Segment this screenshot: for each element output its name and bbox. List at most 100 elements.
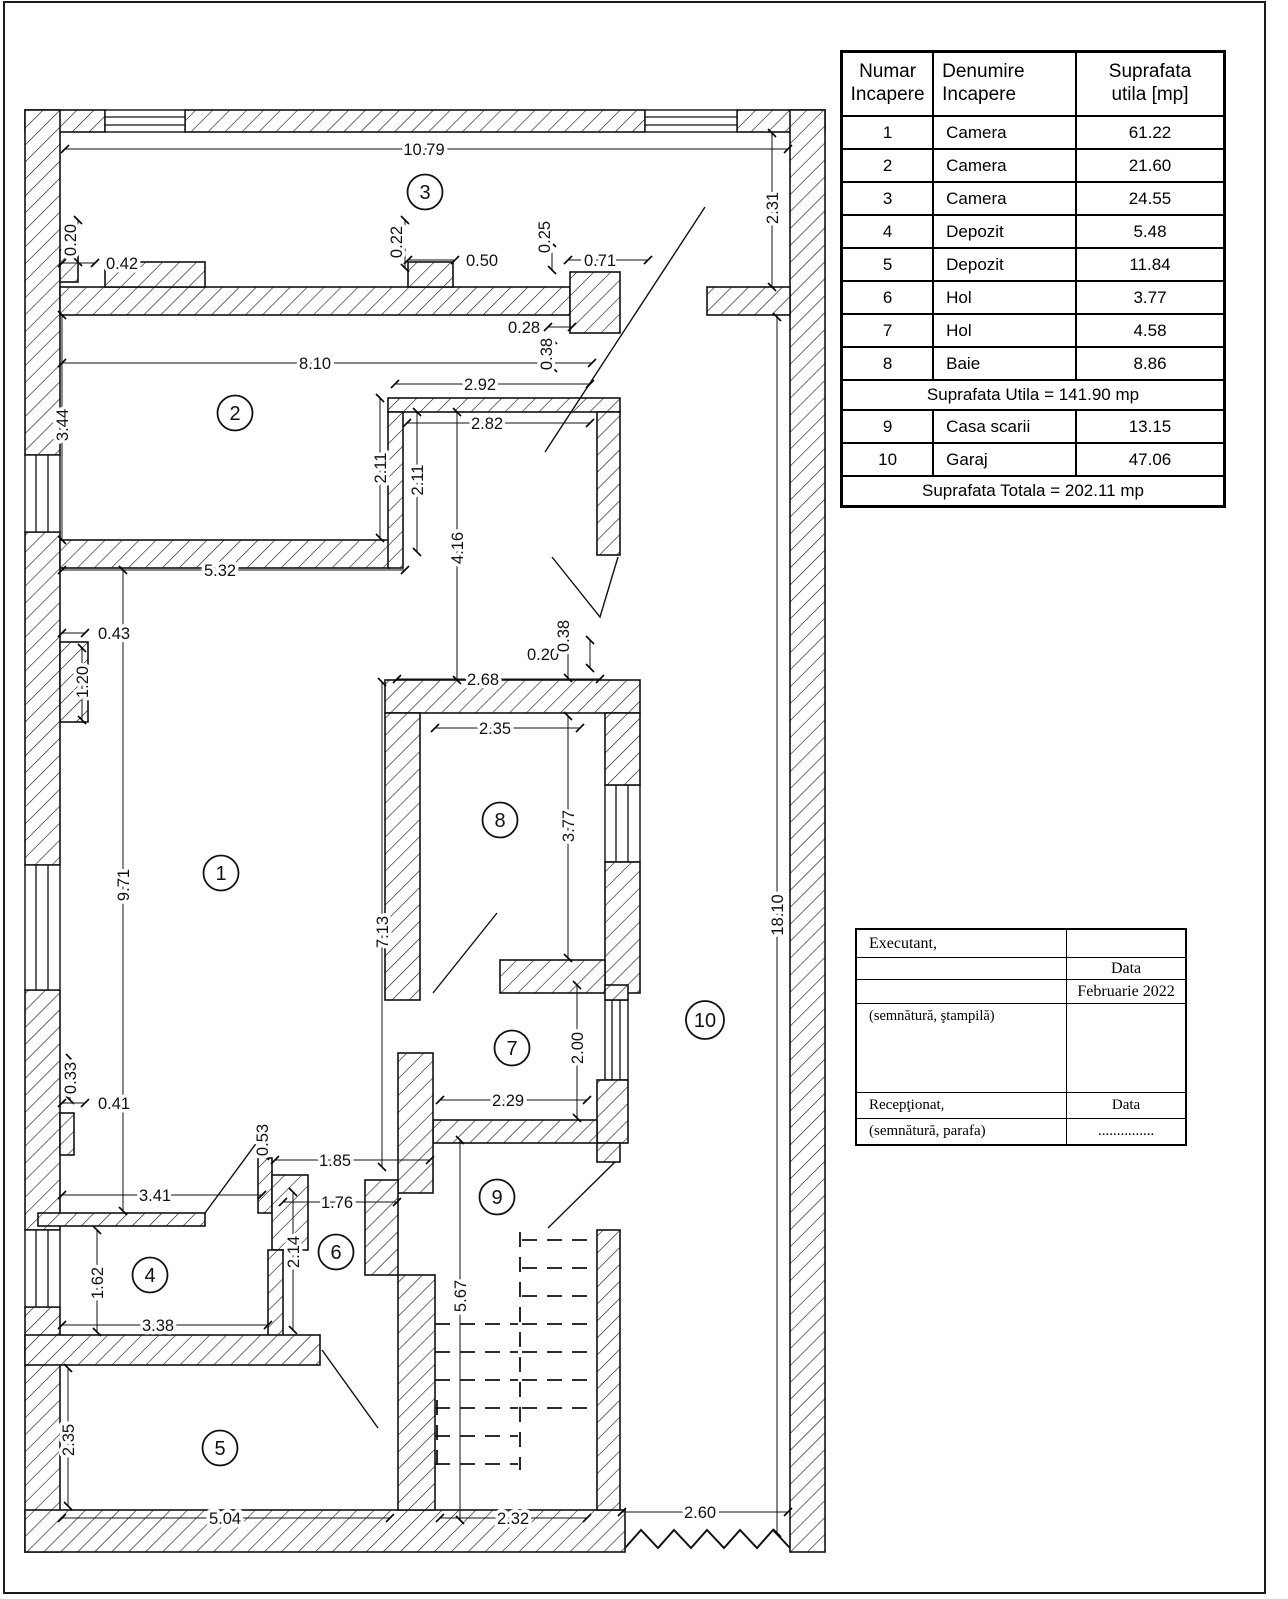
room-number: 9	[491, 1187, 502, 1209]
room-number-badge: 10	[685, 1000, 725, 1040]
room-nr: 8	[840, 346, 935, 381]
room-area: 3.77	[1074, 280, 1226, 315]
room-name: Camera	[932, 115, 1077, 150]
room-name: Hol	[932, 280, 1077, 315]
empty-cell	[1066, 1003, 1187, 1093]
room-area: 47.06	[1074, 442, 1226, 477]
room-number-badge: 8	[481, 801, 519, 839]
room-name: Hol	[932, 313, 1077, 348]
dimension-label: 2.68	[467, 671, 499, 689]
signature-block-container: Executant, Data Februarie 2022 (semnătur…	[855, 928, 1187, 1146]
room-nr: 2	[840, 148, 935, 183]
room-nr: 6	[840, 280, 935, 315]
room-area: 4.58	[1074, 313, 1226, 348]
dimension-label: 5.32	[204, 562, 236, 580]
room-area: 61.22	[1074, 115, 1226, 150]
room-nr: 9	[840, 409, 935, 444]
dimension-label: 9.71	[115, 869, 133, 901]
receptionat-note: (semnătură, parafa)	[855, 1118, 1068, 1146]
room-area: 24.55	[1074, 181, 1226, 216]
dimension-label: 0.22	[388, 226, 406, 258]
dimension-label: 18.10	[769, 894, 787, 935]
dimension-label: 0.20	[62, 224, 80, 256]
dimension-label: 3.41	[139, 1187, 171, 1205]
room-name: Casa scarii	[932, 409, 1077, 444]
dimension-label: 1.62	[89, 1267, 107, 1299]
signature-row: Februarie 2022	[855, 979, 1187, 1004]
signature-row: Recepţionat, Data	[855, 1092, 1187, 1119]
room-nr: 3	[840, 181, 935, 216]
subtotal-row: Suprafata Utila = 141.90 mp	[840, 379, 1226, 411]
room-number: 3	[419, 182, 430, 204]
signature-row: (semnătură, ştampilă)	[855, 1003, 1187, 1093]
room-nr: 7	[840, 313, 935, 348]
window-left-2	[24, 864, 61, 991]
empty-cell	[855, 957, 1068, 980]
room-name: Depozit	[932, 214, 1077, 249]
room-nr: 10	[840, 442, 935, 477]
dimension-label: 0.53	[254, 1124, 272, 1156]
dimension-label: 2.92	[464, 376, 496, 394]
date-value: Februarie 2022	[1066, 979, 1187, 1004]
dimension-label: 7.13	[374, 916, 392, 948]
room-number-badge: 3	[406, 173, 444, 211]
dimension-label: 4.16	[449, 532, 467, 564]
dimension-label: 0.43	[98, 625, 130, 643]
room-name: Camera	[932, 181, 1077, 216]
total-label: Suprafata Totala = 202.11 mp	[840, 475, 1226, 508]
room-number: 4	[144, 1265, 155, 1287]
dimension-label: 0.28	[508, 319, 540, 337]
dimension-label: 5.04	[209, 1510, 241, 1528]
executant-label: Executant,	[855, 928, 1068, 958]
window-top-left	[104, 109, 186, 133]
room-number-badge: 2	[216, 394, 254, 432]
data-label: Data	[1066, 957, 1187, 980]
room-name: Depozit	[932, 247, 1077, 282]
dimension-label: 3.77	[560, 810, 578, 842]
window-left-3	[24, 1229, 61, 1308]
dimension-label: 2.82	[471, 415, 503, 433]
dimension-label: 2.60	[684, 1504, 716, 1522]
room-number: 2	[229, 403, 240, 425]
dimension-label: 8.10	[299, 355, 331, 373]
room-area: 11.84	[1074, 247, 1226, 282]
table-row: 10 Garaj 47.06	[840, 442, 1226, 477]
empty-cell	[1066, 928, 1187, 958]
dimension-label: 2.14	[285, 1236, 303, 1268]
window-top-right	[644, 109, 738, 133]
room-area: 13.15	[1074, 409, 1226, 444]
empty-cell	[855, 979, 1068, 1004]
room-number-badges: 1 2 3 4 5 6 7	[131, 173, 725, 1467]
dimension-label: 1.85	[319, 1152, 351, 1170]
dimension-label: 2.11	[409, 465, 427, 496]
window-garage-2	[604, 999, 629, 1081]
dimension-label: 10.79	[403, 141, 444, 159]
dimension-label: 0.41	[98, 1095, 130, 1113]
dimension-label: 1.76	[321, 1194, 353, 1212]
dimension-label: 2.31	[764, 192, 782, 224]
table-row: 5 Depozit 11.84	[840, 247, 1226, 282]
dimension-label: 0.38	[555, 620, 573, 652]
room-nr: 5	[840, 247, 935, 282]
door-swings	[204, 206, 706, 1429]
table-row: 9 Casa scarii 13.15	[840, 409, 1226, 444]
garage-opening-zigzag	[624, 1528, 791, 1550]
room-number-badge: 1	[202, 854, 240, 892]
table-row: 4 Depozit 5.48	[840, 214, 1226, 249]
total-row: Suprafata Totala = 202.11 mp	[840, 475, 1226, 508]
receptionat-label: Recepţionat,	[855, 1092, 1068, 1119]
table-row: 2 Camera 21.60	[840, 148, 1226, 183]
dimension-label: 3.38	[142, 1317, 174, 1335]
dimension-label: 0.50	[466, 252, 498, 270]
table-row: 6 Hol 3.77	[840, 280, 1226, 315]
room-area: 8.86	[1074, 346, 1226, 381]
dimension-label: 0.42	[106, 255, 138, 273]
dimension-label: 3.44	[54, 409, 72, 441]
room-number-badge: 6	[317, 1233, 355, 1271]
room-number-badge: 9	[478, 1178, 516, 1216]
dimension-label: 0.20	[527, 646, 559, 664]
dimension-label: 1.20	[74, 666, 92, 698]
room-number: 7	[506, 1038, 517, 1060]
dimension-label: 0.25	[536, 221, 554, 253]
